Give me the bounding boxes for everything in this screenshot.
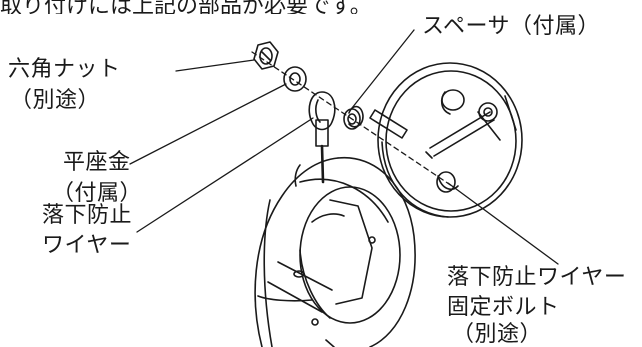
spacer	[343, 105, 364, 130]
bolt-label-3: （別途）	[452, 322, 543, 347]
alignment-line	[251, 51, 453, 187]
safety-wire-label-2: ワイヤー	[42, 233, 132, 258]
washer-label: 平座金	[63, 150, 131, 175]
flat-washer	[283, 66, 307, 92]
hex-nut-note: （別途）	[10, 88, 101, 113]
bolt-label-1: 落下防止ワイヤー	[447, 265, 627, 290]
top-cut-text: 取り付けには上記の部品が必要です。	[0, 0, 372, 14]
washer-note: （付属）	[52, 181, 143, 206]
spacer-label: スペーサ（付属）	[422, 14, 601, 39]
leader-lines	[129, 29, 559, 265]
bolt-label-2: 固定ボルト	[447, 295, 560, 320]
camera-housing	[254, 156, 416, 347]
safety-wire	[308, 91, 336, 184]
mounting-plate	[369, 62, 523, 218]
hex-nut-label: 六角ナット	[8, 57, 121, 82]
hex-nut	[253, 41, 279, 70]
safety-wire-label-1: 落下防止	[42, 203, 133, 228]
